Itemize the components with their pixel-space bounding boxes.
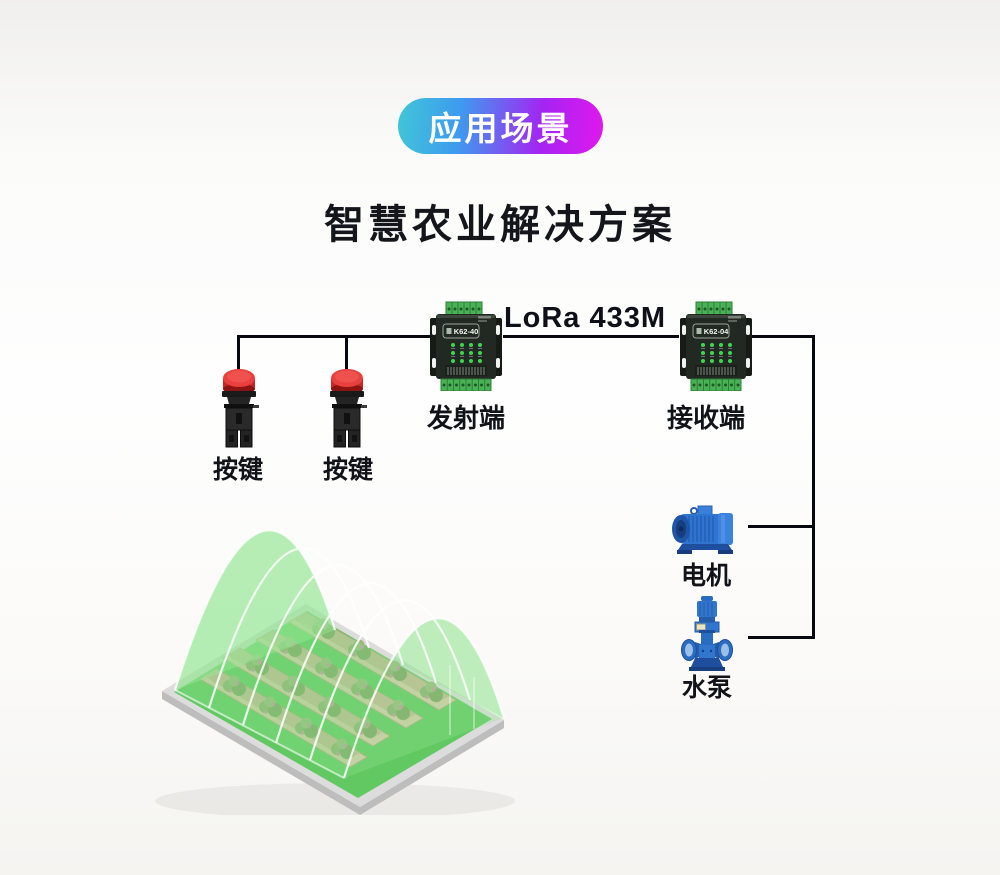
motor-icon <box>672 505 733 554</box>
greenhouse-illustration <box>150 525 530 815</box>
push-button1-illustration <box>217 367 261 451</box>
water-pump-icon <box>681 596 733 671</box>
button2-label: 按键 <box>322 456 373 484</box>
lora-module-icon: K62-04 <box>680 301 752 391</box>
button2-drop-line <box>345 335 348 370</box>
lora-module-icon: K62-40 <box>430 301 502 391</box>
pump-label: 水泵 <box>681 674 732 702</box>
motor-illustration <box>668 504 744 556</box>
lora-link-line <box>503 335 679 338</box>
transmitter-model-text: K62-40 <box>454 327 479 336</box>
transmitter-label: 发射端 <box>426 403 505 433</box>
page-title: 智慧农业解决方案 <box>324 203 676 247</box>
receiver-label: 接收端 <box>666 403 745 433</box>
greenhouse-icon <box>155 529 515 815</box>
button1-label: 按键 <box>212 456 263 484</box>
motor-branch-line <box>748 525 815 528</box>
section-badge: 应用场景 <box>398 98 603 154</box>
lora-link-label: LoRa 433M <box>503 302 667 334</box>
transmitter-device-illustration: K62-40 <box>428 301 504 391</box>
pump-branch-line <box>748 636 815 639</box>
buttons-bus-line <box>237 335 433 338</box>
pump-illustration <box>681 596 733 674</box>
button1-drop-line <box>237 335 240 370</box>
section-badge-label: 应用场景 <box>428 110 573 147</box>
receiver-model-text: K62-04 <box>704 327 729 336</box>
right-bus-line <box>812 335 815 639</box>
red-push-button-icon <box>222 369 259 448</box>
red-push-button-icon <box>330 369 367 448</box>
push-button2-illustration <box>325 367 369 451</box>
receiver-device-illustration: K62-04 <box>678 301 754 391</box>
motor-label: 电机 <box>680 562 731 590</box>
receiver-out-line <box>751 335 815 338</box>
